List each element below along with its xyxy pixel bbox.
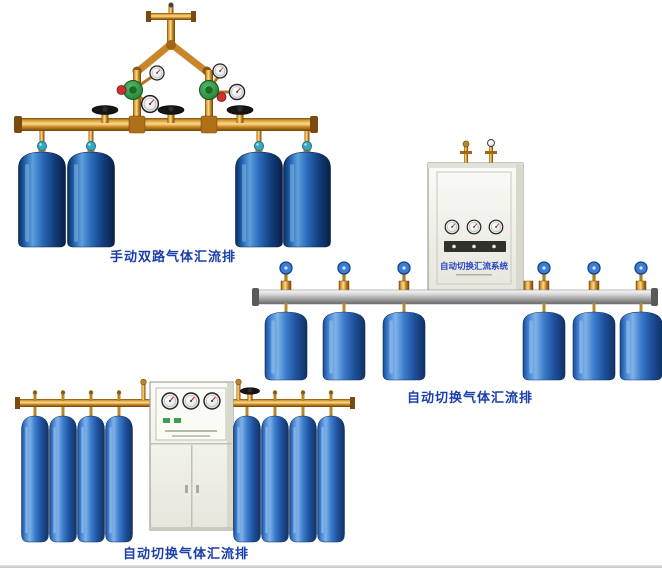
cabinet-gauge [203, 392, 221, 410]
left-pressure-regulator [116, 65, 165, 114]
pressure-gauge [228, 83, 246, 101]
cylinder-valve-handle [397, 261, 411, 284]
auto-switch-manifold-bottom-illustration [15, 378, 355, 544]
control-cabinet [149, 381, 234, 531]
aluminum-manifold-pipe [252, 288, 658, 306]
gas-cylinder [288, 414, 318, 544]
auto-switch-manifold-illustration: 自动切换汇流系统 [252, 139, 662, 382]
y-splitter-pipe [132, 40, 212, 76]
cabinet-label: 自动切换汇流系统 [440, 261, 509, 271]
cabinet-gauge [466, 219, 482, 235]
left-manifold-pipe [15, 397, 150, 409]
cylinder-valve-handle [587, 261, 601, 284]
gas-cylinder [76, 414, 106, 544]
caption-manual-dual-manifold: 手动双路气体汇流排 [109, 249, 236, 264]
gas-cylinder [48, 414, 78, 544]
pressure-gauge [149, 65, 165, 81]
right-pressure-regulator [199, 63, 246, 102]
gas-cylinder [263, 310, 309, 382]
regulator-red-knob [116, 85, 127, 95]
manual-dual-manifold-illustration [14, 2, 333, 249]
cylinder-connector-stems [33, 407, 333, 417]
cabinet-gauge [161, 392, 179, 410]
cylinder-valve-handle [279, 261, 293, 284]
indicator-light [174, 418, 181, 423]
cabinet-gauge [444, 219, 460, 235]
control-cabinet: 自动切换汇流系统 [427, 162, 524, 293]
gas-cylinder [233, 139, 285, 249]
pressure-gauge [140, 94, 160, 114]
gas-cylinder [104, 414, 134, 544]
gas-cylinder [260, 414, 290, 544]
gas-cylinder [20, 414, 50, 544]
caption-auto-switch-manifold-bottom: 自动切换气体汇流排 [122, 546, 249, 561]
cylinder-valve-handle [337, 261, 351, 284]
gas-cylinder [571, 310, 617, 382]
regulator-red-knob [216, 92, 227, 102]
gas-cylinder [16, 139, 68, 249]
handwheel-valve [239, 387, 261, 402]
gas-cylinder [281, 139, 333, 249]
cylinder-drop-pipes [39, 131, 310, 147]
changeover-fitting [523, 280, 534, 292]
cylinder-connector-stems [284, 303, 643, 314]
gas-cylinder [65, 139, 117, 249]
cabinet-gauge [488, 219, 504, 235]
cylinder-valve-handle [537, 261, 551, 284]
indicator-light [163, 418, 170, 423]
inlet-top-fitting [146, 2, 196, 45]
cabinet-gauge [182, 392, 200, 410]
gas-cylinder [316, 414, 346, 544]
caption-auto-switch-manifold: 自动切换气体汇流排 [406, 390, 533, 405]
gas-cylinder [321, 310, 367, 382]
main-manifold-pipe [14, 115, 318, 134]
cabinet-top-valves [460, 139, 497, 164]
pressure-gauge [212, 63, 228, 79]
gas-cylinder [232, 414, 262, 544]
bottom-divider [0, 565, 662, 568]
cylinder-valve-handle [634, 261, 648, 284]
gas-cylinder [618, 310, 662, 382]
gas-cylinder [381, 310, 427, 382]
gas-cylinder [521, 310, 567, 382]
right-manifold-pipe [233, 397, 355, 409]
pipe-valve-stubs [32, 378, 334, 401]
cabinet-door-seam [191, 445, 193, 529]
